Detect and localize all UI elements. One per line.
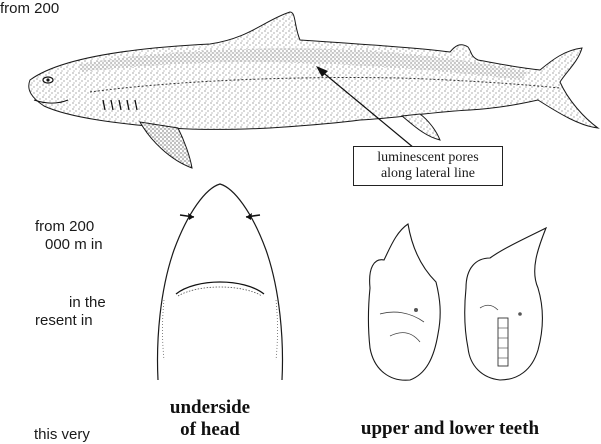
body-text-line-4: resent in <box>35 312 93 330</box>
upper-tooth <box>369 224 441 380</box>
body-text-line-5: this very <box>34 426 90 444</box>
pelvic-fin <box>402 114 440 140</box>
shark-teeth-illustration <box>350 218 560 393</box>
body-text-line-3: in the <box>69 294 106 312</box>
caption-head-line-2: of head <box>140 419 280 441</box>
caption-underside-of-head: underside of head <box>140 397 280 441</box>
callout-line-1: luminescent pores <box>360 150 496 166</box>
body-text-line-1: from 200 <box>35 218 94 236</box>
callout-box: luminescent pores along lateral line <box>353 146 503 186</box>
shark-side-view-illustration <box>0 0 601 200</box>
shark-head-underside-illustration <box>150 180 290 380</box>
caption-head-line-1: underside <box>140 397 280 419</box>
callout-line-2: along lateral line <box>360 166 496 182</box>
caption-upper-and-lower-teeth: upper and lower teeth <box>340 418 560 440</box>
body-text-line-2: 000 m in <box>45 236 103 254</box>
